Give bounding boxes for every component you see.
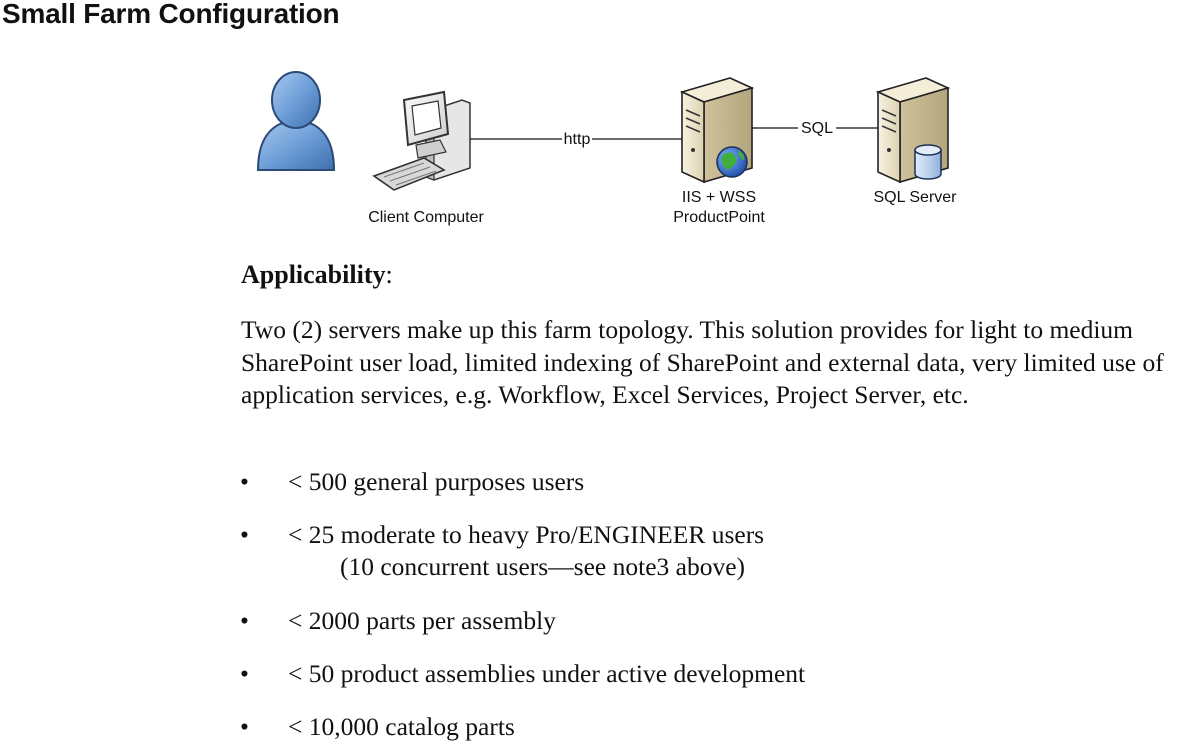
- bullet-marker: •: [240, 467, 249, 496]
- sql-server-label: SQL Server: [874, 189, 958, 206]
- list-item-text: < 2000 parts per assembly: [288, 606, 556, 635]
- user-icon: [256, 71, 336, 171]
- client-computer-icon: [372, 90, 471, 191]
- globe-icon: [716, 146, 748, 178]
- farm-topology-diagram: Client Computer http IIS + WSS ProductPo…: [256, 71, 958, 226]
- list-item-text: < 10,000 catalog parts: [288, 712, 515, 741]
- client-computer-label: Client Computer: [368, 209, 484, 226]
- bullet-marker: •: [240, 606, 249, 635]
- bullet-marker: •: [240, 712, 249, 741]
- web-server-label-line2: ProductPoint: [673, 209, 765, 226]
- list-item-text: < 25 moderate to heavy Pro/ENGINEER user…: [288, 520, 765, 549]
- sql-link-label: SQL: [801, 120, 833, 137]
- bullet-marker: •: [240, 659, 249, 688]
- applicability-heading: Applicability:: [241, 260, 393, 290]
- bullet-marker: •: [240, 520, 249, 549]
- list-item-text: < 500 general purposes users: [288, 467, 585, 496]
- applicability-heading-colon: :: [385, 260, 393, 289]
- http-link-label: http: [564, 131, 591, 148]
- applicability-heading-text: Applicability: [241, 260, 386, 289]
- page-title: Small Farm Configuration: [2, 0, 340, 29]
- applicability-paragraph: Two (2) servers make up this farm topolo…: [241, 315, 1164, 409]
- database-icon: [914, 144, 942, 180]
- web-server-label-line1: IIS + WSS: [682, 189, 756, 206]
- list-item-text: < 50 product assemblies under active dev…: [288, 659, 806, 688]
- list-item-subtext: (10 concurrent users—see note3 above): [340, 552, 746, 581]
